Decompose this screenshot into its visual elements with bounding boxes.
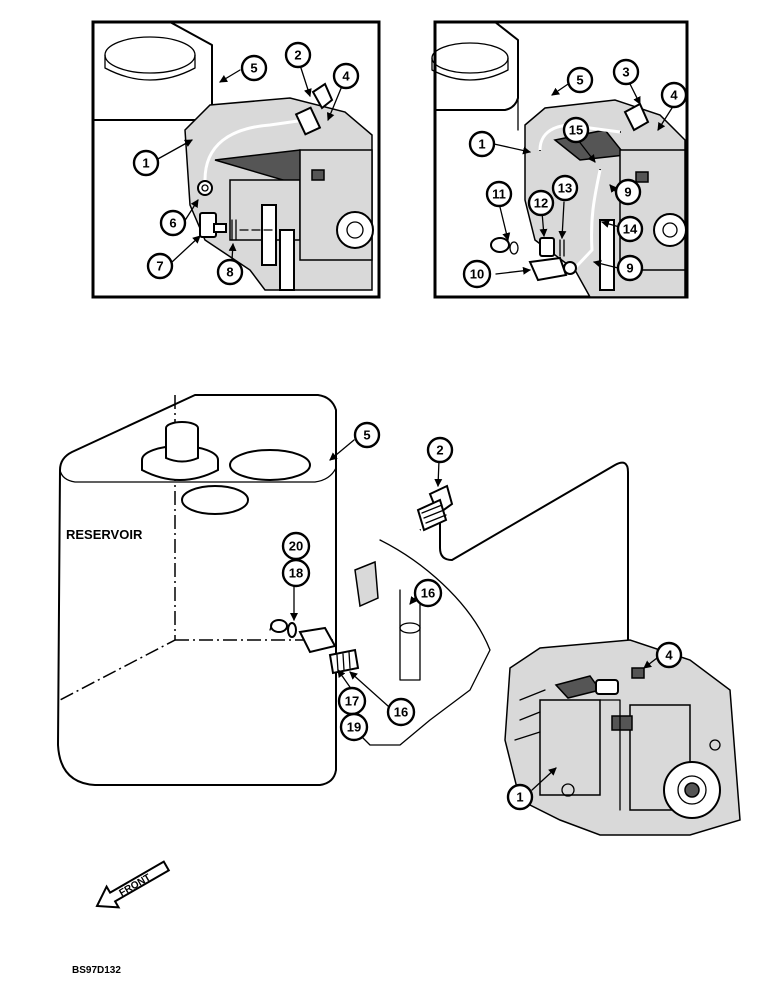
figure-code: BS97D132 <box>72 965 121 976</box>
callouts-panel-1: 1 2 4 5 6 7 8 <box>132 41 360 286</box>
callout-main-18: 18 <box>281 558 311 588</box>
callout-p1-2: 2 <box>284 41 312 69</box>
svg-text:5: 5 <box>250 61 257 76</box>
callouts-main: 1 2 4 5 16 16 17 18 19 20 <box>281 421 683 811</box>
svg-text:7: 7 <box>156 259 163 274</box>
callout-p2-12: 12 <box>527 189 555 217</box>
inset-panel-2 <box>431 20 689 299</box>
callout-main-20: 20 <box>281 531 311 561</box>
suction-hose-assembly <box>269 461 629 746</box>
svg-text:14: 14 <box>623 222 638 237</box>
svg-text:1: 1 <box>478 137 485 152</box>
access-cover-left <box>181 485 249 515</box>
svg-text:4: 4 <box>665 648 673 663</box>
callout-p2-15: 15 <box>562 116 590 144</box>
svg-text:4: 4 <box>670 88 678 103</box>
callout-main-17: 17 <box>337 686 367 716</box>
callout-p2-13: 13 <box>551 174 579 202</box>
svg-text:3: 3 <box>622 65 629 80</box>
callout-p1-1: 1 <box>132 149 160 177</box>
svg-text:13: 13 <box>558 181 572 196</box>
callout-main-1: 1 <box>506 783 534 811</box>
svg-text:16: 16 <box>421 586 435 601</box>
callout-p2-10: 10 <box>462 259 492 289</box>
callout-p1-8: 8 <box>216 258 244 286</box>
svg-text:10: 10 <box>470 267 484 282</box>
svg-text:2: 2 <box>436 443 443 458</box>
callouts-panel-2: 1 3 4 5 9 9 10 11 12 13 14 15 <box>462 58 688 289</box>
svg-text:12: 12 <box>534 196 548 211</box>
svg-text:20: 20 <box>289 539 303 554</box>
callout-main-19: 19 <box>339 712 369 742</box>
hose-detail-1 <box>197 82 334 241</box>
svg-text:5: 5 <box>576 73 583 88</box>
svg-text:17: 17 <box>345 694 359 709</box>
reservoir-tank <box>57 394 337 786</box>
callout-p1-4: 4 <box>332 62 360 90</box>
access-cover-right <box>229 449 311 481</box>
callout-p2-3: 3 <box>612 58 640 86</box>
svg-text:1: 1 <box>516 790 523 805</box>
filler-cap <box>141 421 219 481</box>
svg-text:5: 5 <box>363 428 370 443</box>
svg-text:8: 8 <box>226 265 233 280</box>
callout-main-16b: 16 <box>386 697 416 727</box>
callout-p2-9b: 9 <box>616 254 644 282</box>
callout-p2-4: 4 <box>660 81 688 109</box>
svg-text:6: 6 <box>169 216 176 231</box>
callout-main-2: 2 <box>426 436 454 464</box>
svg-text:2: 2 <box>294 48 301 63</box>
callout-main-16a: 16 <box>413 578 443 608</box>
inset-panel-1 <box>91 20 381 299</box>
svg-text:15: 15 <box>569 123 583 138</box>
svg-text:11: 11 <box>492 187 506 202</box>
svg-text:1: 1 <box>142 156 149 171</box>
callout-main-5: 5 <box>353 421 381 449</box>
reservoir-label: RESERVOIR <box>66 527 143 542</box>
svg-text:18: 18 <box>289 566 303 581</box>
hydraulic-pump <box>504 639 741 836</box>
pump-detail-2 <box>524 99 687 298</box>
callout-p2-5: 5 <box>566 66 594 94</box>
svg-text:4: 4 <box>342 69 350 84</box>
front-label: FRONT <box>118 872 153 899</box>
callout-p1-6: 6 <box>159 209 187 237</box>
svg-text:9: 9 <box>626 261 633 276</box>
hose-detail-2 <box>490 102 650 282</box>
callout-p2-1: 1 <box>468 130 496 158</box>
callout-p2-14: 14 <box>616 215 644 243</box>
svg-text:9: 9 <box>624 185 631 200</box>
front-arrow: FRONT <box>95 860 171 909</box>
callout-p2-11: 11 <box>485 180 513 208</box>
callout-p2-9a: 9 <box>614 178 642 206</box>
svg-text:19: 19 <box>347 720 361 735</box>
svg-text:16: 16 <box>394 705 408 720</box>
callout-main-4: 4 <box>655 641 683 669</box>
callout-p1-7: 7 <box>146 252 174 280</box>
callout-p1-5: 5 <box>240 54 268 82</box>
